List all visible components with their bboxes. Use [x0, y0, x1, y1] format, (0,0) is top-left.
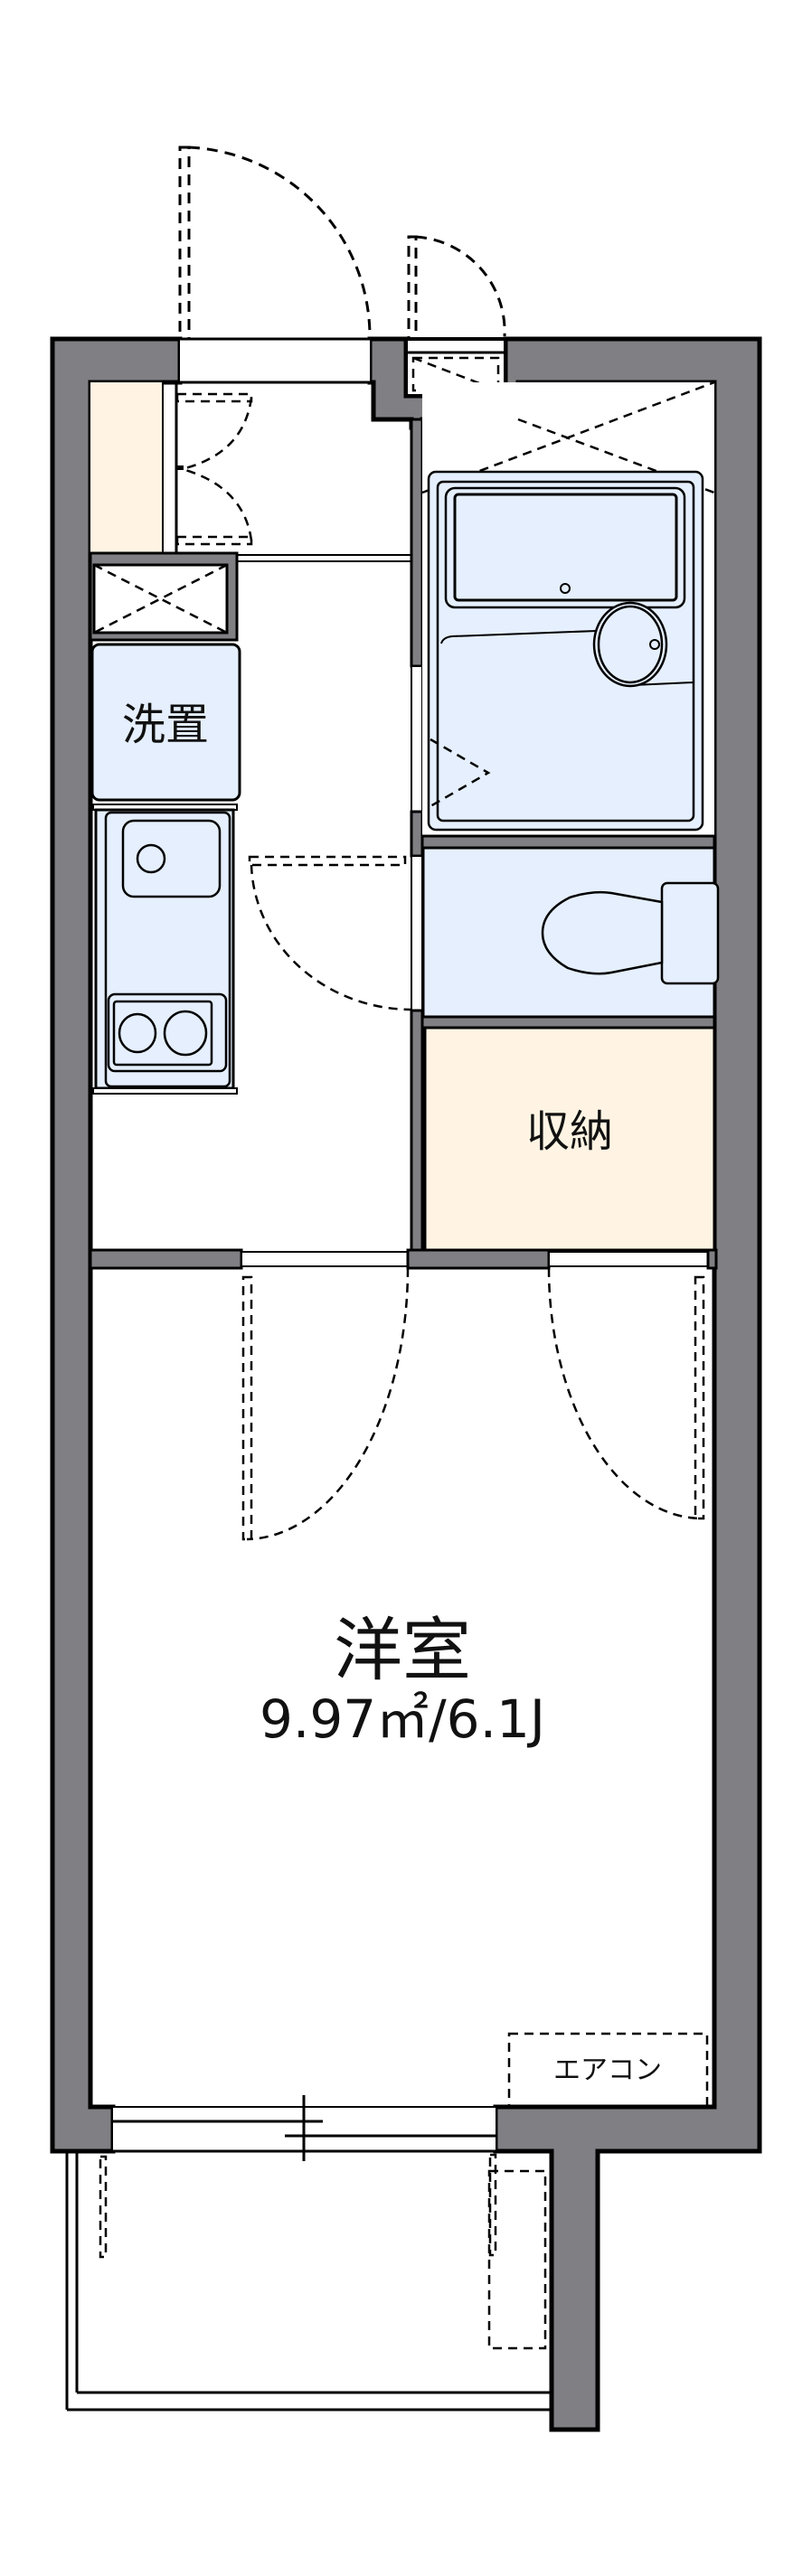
balcony: [65, 2151, 552, 2411]
entrance-threshold: [180, 337, 370, 384]
shoe-cabinet: [90, 382, 253, 553]
air-conditioner-label: エアコン: [553, 2054, 662, 2086]
floor-step: [237, 554, 411, 562]
bathtub: [444, 486, 686, 609]
western-room: 洋室 9.97㎡/6.1J: [260, 1610, 545, 1750]
outdoor-unit: [487, 2169, 547, 2350]
entrance-door: [178, 146, 372, 341]
storage-door: [547, 1267, 705, 1520]
kitchen-counter: [92, 804, 238, 1095]
western-room-label: 洋室: [334, 1610, 471, 1690]
storage-closet: 収納: [423, 1026, 716, 1252]
toilet: [541, 881, 720, 985]
room-divider-wall: [89, 1248, 718, 1270]
toilet-storage-wall: [420, 1015, 716, 1029]
air-conditioner: エアコン: [507, 2032, 709, 2108]
bath-toilet-wall: [420, 834, 716, 850]
laundry-label: 洗置: [122, 700, 209, 750]
balcony-window: [113, 2095, 496, 2161]
partition-wall: [410, 418, 424, 1252]
bathroom: [421, 381, 715, 836]
kitchen-sink: [121, 819, 222, 898]
pipe-shaft: [89, 551, 239, 642]
storage-label: 収納: [526, 1106, 613, 1157]
toilet-room: [421, 846, 720, 1019]
western-room-area: 9.97㎡/6.1J: [260, 1688, 545, 1750]
washbasin: [592, 601, 668, 688]
room-door: [241, 1267, 410, 1541]
meter-box-door: [407, 235, 506, 341]
toilet-door: [248, 855, 412, 1011]
stove: [107, 992, 228, 1073]
laundry-space: 洗置: [90, 643, 241, 802]
